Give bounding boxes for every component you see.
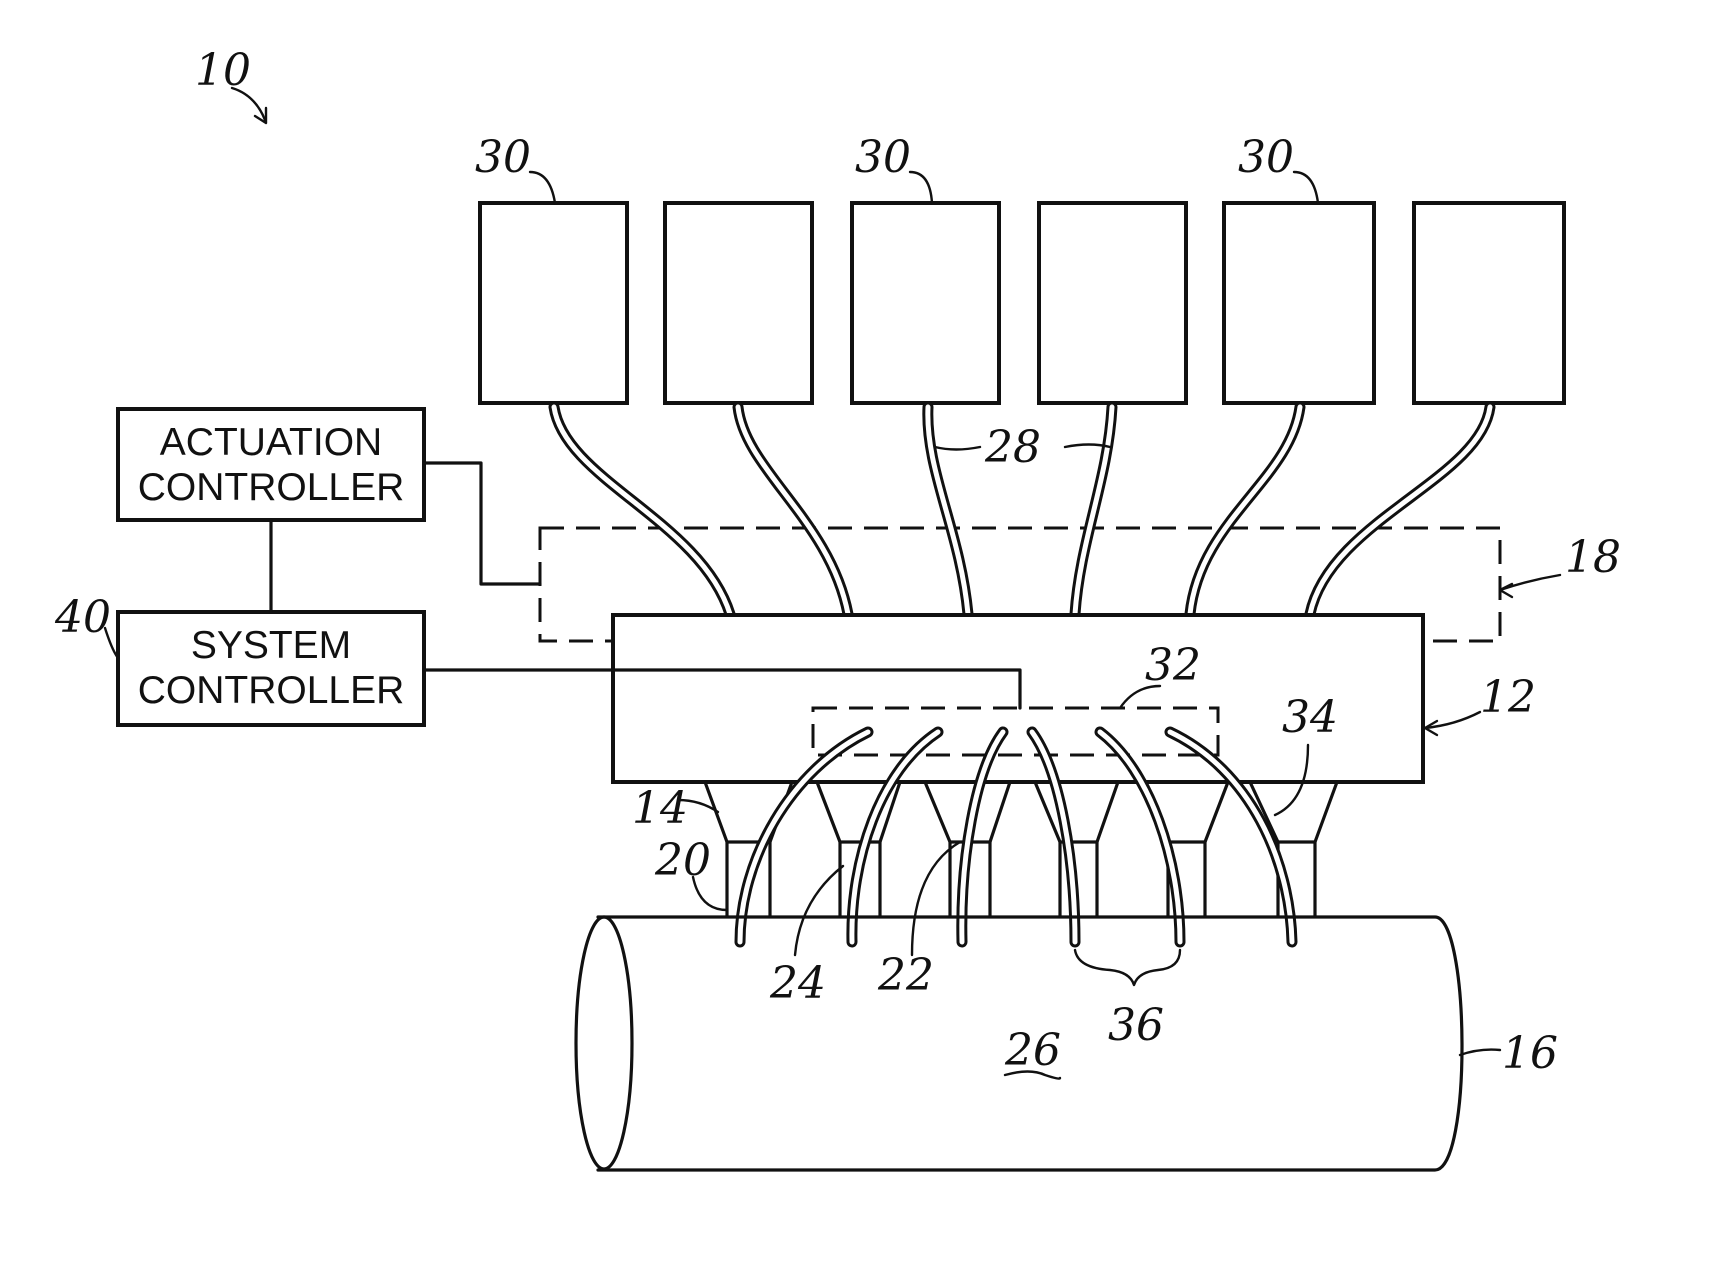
ref-22: 22 [877,950,934,1001]
source-unit-1 [480,203,627,403]
actuation-to-region-18-line [424,463,540,584]
system-controller-line2: CONTROLLER [138,669,405,712]
leader-28-right [1065,445,1110,448]
nozzle-2-left [817,782,840,916]
ref-20: 20 [654,835,711,886]
system-controller-line1: SYSTEM [191,624,351,667]
fiber-2 [738,407,848,614]
fiber-5 [1190,407,1300,614]
leader-30-2 [910,172,932,203]
actuation-controller-line1: ACTUATION [160,421,382,464]
nozzle-array-14 [705,782,1337,916]
ref-12: 12 [1480,672,1536,723]
fiber-6 [1310,407,1490,614]
system-controller-block: SYSTEM CONTROLLER [118,612,424,725]
ref-16: 16 [1502,1028,1558,1079]
leader-18-arrowhead [1500,584,1512,597]
ref-36: 36 [1108,1000,1164,1051]
ref-24: 24 [769,958,826,1009]
source-unit-6 [1414,203,1564,403]
leader-22 [912,842,960,955]
ref-30-right: 30 [1238,132,1294,183]
ref-40: 40 [54,592,111,643]
leader-30-1 [530,172,555,203]
nozzle-3-right [990,782,1010,916]
leader-12 [1425,712,1480,728]
ref-34: 34 [1282,692,1338,743]
ref-30-middle: 30 [855,132,911,183]
nozzle-3-left [925,782,950,916]
nozzle-4-right [1097,782,1118,916]
ref-32: 32 [1145,640,1201,691]
brace-36 [1075,950,1180,985]
leader-28-left [935,447,980,450]
ref-26: 26 [1004,1025,1061,1076]
source-units [480,203,1564,403]
source-unit-3 [852,203,999,403]
actuation-controller-line2: CONTROLLER [138,466,405,509]
source-unit-5 [1224,203,1374,403]
ref-30-left: 30 [475,132,531,183]
ref-18: 18 [1565,532,1621,583]
ref-14: 14 [632,783,688,834]
actuation-controller-block: ACTUATION CONTROLLER [118,409,424,520]
nozzle-6-right [1315,782,1337,916]
leader-24 [795,866,843,955]
leader-16 [1460,1050,1500,1055]
figure-number-label: 10 [195,45,251,96]
nozzle-5-right [1205,782,1228,916]
cylinder-end-face [576,917,632,1169]
leader-18 [1500,575,1560,590]
source-unit-2 [665,203,812,403]
source-unit-4 [1039,203,1186,403]
ref-28: 28 [984,422,1041,473]
leader-30-3 [1294,172,1318,203]
